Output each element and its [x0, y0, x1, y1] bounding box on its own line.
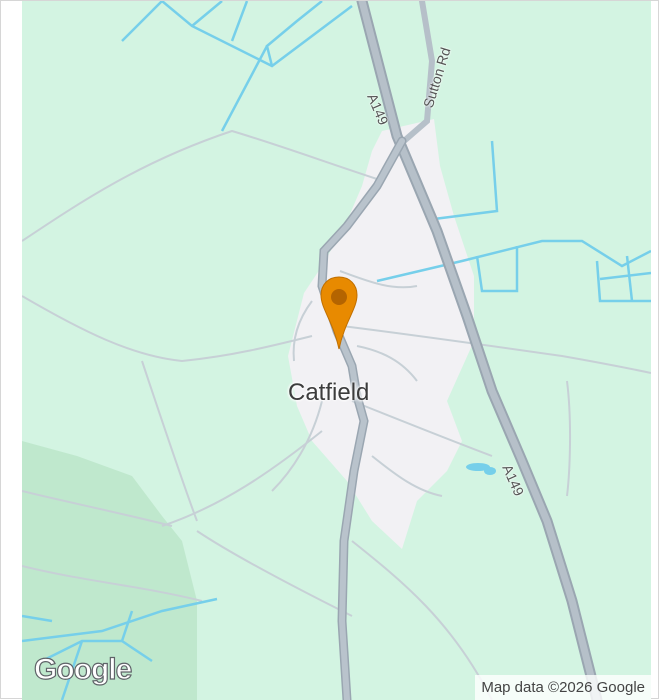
settlement-area [288, 119, 474, 549]
minor-road [141, 360, 198, 522]
map-layer [22, 1, 651, 700]
drain [41, 639, 153, 663]
minor-road [351, 400, 493, 457]
drain [433, 140, 499, 221]
map-pin-icon[interactable] [319, 275, 359, 351]
a149-road [356, 1, 603, 700]
pond [466, 463, 490, 471]
drain [120, 610, 134, 642]
drain [599, 271, 651, 281]
minor-road [22, 295, 313, 363]
drain [121, 1, 163, 42]
minor-road [351, 540, 493, 700]
drain [230, 1, 249, 42]
minor-road [22, 129, 378, 242]
sutton-road [401, 1, 436, 144]
drain [161, 1, 353, 68]
village-street [317, 136, 407, 700]
drain [22, 614, 53, 623]
map-canvas[interactable]: A149 Sutton Rd A149 Catfield Google Map … [22, 1, 651, 700]
minor-roads [22, 129, 651, 700]
minor-road [292, 300, 313, 362]
map-attribution[interactable]: Map data ©2026 Google [475, 675, 651, 700]
drain [220, 45, 269, 132]
minor-road [22, 490, 173, 527]
minor-road [339, 270, 418, 289]
drain [475, 246, 519, 293]
minor-road [161, 430, 323, 527]
pond [484, 467, 496, 475]
water-features [22, 1, 651, 700]
minor-road [356, 345, 418, 382]
minor-road [22, 565, 203, 602]
place-label-catfield: Catfield [288, 379, 370, 406]
minor-road [271, 400, 323, 492]
drain [625, 255, 634, 302]
google-logo[interactable]: Google [33, 652, 133, 686]
drain [191, 1, 223, 27]
minor-road [566, 380, 572, 497]
drain [265, 1, 323, 67]
drain [595, 260, 651, 303]
minor-road [371, 455, 443, 497]
drain [22, 597, 218, 643]
minor-road [196, 530, 353, 617]
minor-road [341, 325, 651, 374]
drain [60, 640, 84, 700]
